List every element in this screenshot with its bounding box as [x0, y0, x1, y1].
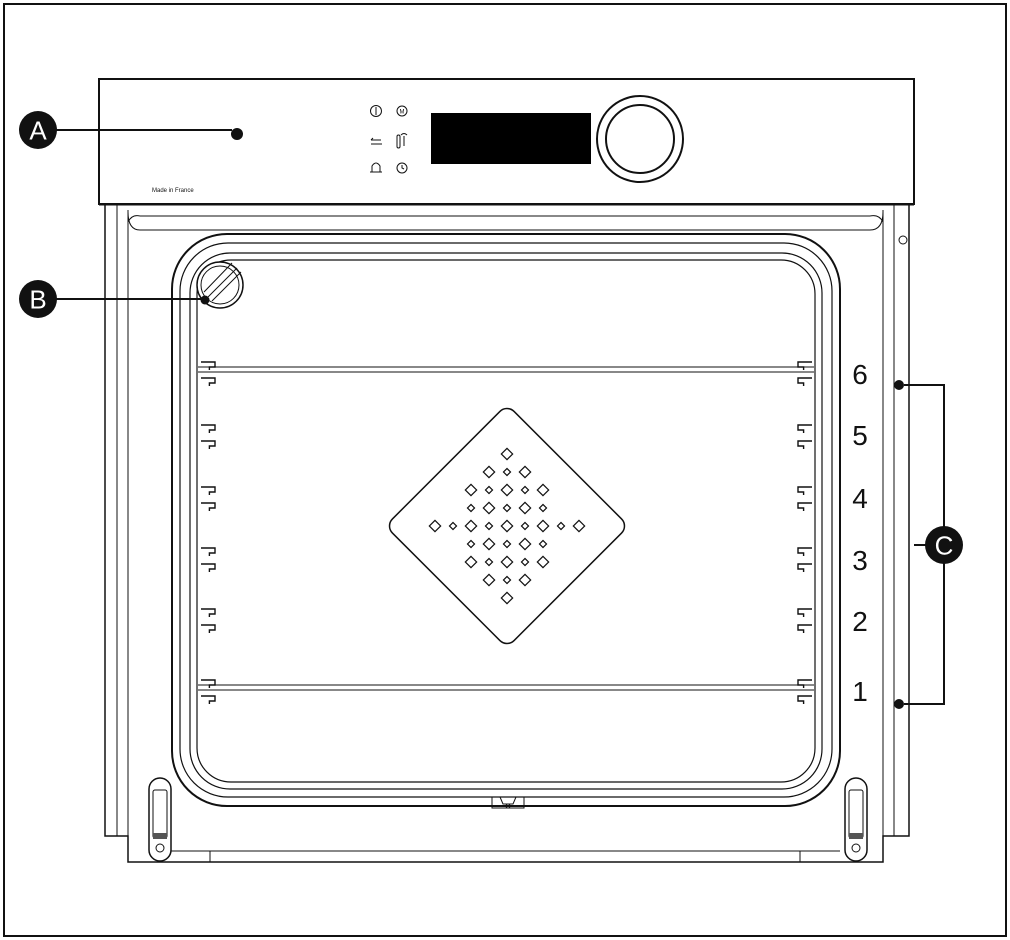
fan-vent-slot [502, 503, 512, 513]
rack-hook-right [797, 679, 812, 704]
shelf-level-1: 1 [852, 676, 868, 707]
rack-hook-left [201, 486, 216, 511]
fan-vent-slot [538, 503, 548, 513]
shelf-level-3: 3 [852, 545, 868, 576]
control-knob [596, 95, 684, 183]
rack-hook-right [797, 486, 812, 511]
fan-vent-slot [482, 573, 496, 587]
clock-icon [396, 162, 408, 174]
callout-c: C [894, 380, 963, 709]
fan-vent-slot [500, 591, 514, 605]
rack-hook-right [797, 547, 812, 572]
fan-vent-slot [518, 501, 532, 515]
fan-vent-slot [556, 521, 566, 531]
fan-vent-slot [500, 483, 514, 497]
diagram-frame [3, 3, 1007, 937]
rack-hook-left [201, 608, 216, 633]
fan-vent-slot [466, 503, 476, 513]
shelf-level-2: 2 [852, 606, 868, 637]
fan-vent-slot [536, 555, 550, 569]
display-screen [431, 113, 591, 164]
fan-vent-pattern [428, 447, 586, 605]
shelf-rack-levels [201, 361, 812, 704]
shelf-level-4: 4 [852, 483, 868, 514]
fan-vent-slot [464, 483, 478, 497]
fan-vent-slot [500, 447, 514, 461]
fan-vent-slot [500, 555, 514, 569]
left-door-hinge [148, 777, 172, 862]
fan-vent-slot [502, 539, 512, 549]
rack-hook-left [201, 679, 216, 704]
oven-lamp [196, 261, 244, 309]
right-door-hinge [844, 777, 868, 862]
rack-hook-left [201, 547, 216, 572]
fan-vent-slot [518, 573, 532, 587]
fan-vent-slot [484, 557, 494, 567]
fan-vent-slot [536, 483, 550, 497]
rack-hook-right [797, 424, 812, 449]
shelf-level-5: 5 [852, 420, 868, 451]
wire-shelf-top [198, 366, 814, 373]
oven-cavity [171, 233, 841, 809]
rack-hook-left [201, 361, 216, 386]
back-arrow-icon [370, 137, 382, 145]
fan-vent-slot [520, 521, 530, 531]
callout-c-label: C [935, 531, 954, 561]
fan-vent-slot [520, 557, 530, 567]
menu-m-icon: M [396, 105, 408, 117]
fan-vent-slot [518, 465, 532, 479]
rack-hook-right [797, 361, 812, 386]
fan-vent-slot [502, 575, 512, 585]
svg-text:M: M [400, 110, 405, 116]
fan-vent-slot [428, 519, 442, 533]
fan-vent-slot [484, 485, 494, 495]
bell-timer-icon [370, 162, 382, 173]
rack-hook-right [797, 608, 812, 633]
fan-vent-slot [500, 519, 514, 533]
fan-vent-slot [464, 555, 478, 569]
fan-vent-slot [482, 501, 496, 515]
callout-a-label: A [29, 116, 47, 146]
callout-b-label: B [29, 285, 46, 315]
callout-a: A [19, 111, 232, 149]
fan-vent-slot [484, 521, 494, 531]
control-panel: Made in France M [98, 78, 915, 206]
temperature-probe-icon [396, 133, 408, 149]
fan-vent-slot [482, 465, 496, 479]
oven-body [104, 205, 910, 863]
rack-hook-left [201, 424, 216, 449]
fan-vent-slot [466, 539, 476, 549]
fan-vent-slot [482, 537, 496, 551]
fan-vent-slot [572, 519, 586, 533]
rear-fan-cover [388, 407, 626, 645]
made-in-label: Made in France [152, 188, 194, 194]
wire-shelf-bottom [198, 684, 814, 691]
fan-vent-slot [448, 521, 458, 531]
shelf-level-6: 6 [852, 359, 868, 390]
callout-b: B [19, 280, 203, 318]
fan-vent-slot [520, 485, 530, 495]
power-icon [370, 105, 382, 117]
fan-vent-slot [502, 467, 512, 477]
fan-vent-slot [518, 537, 532, 551]
fan-vent-slot [538, 539, 548, 549]
control-panel-indicator [231, 128, 243, 140]
fan-vent-slot [464, 519, 478, 533]
fan-vent-slot [536, 519, 550, 533]
